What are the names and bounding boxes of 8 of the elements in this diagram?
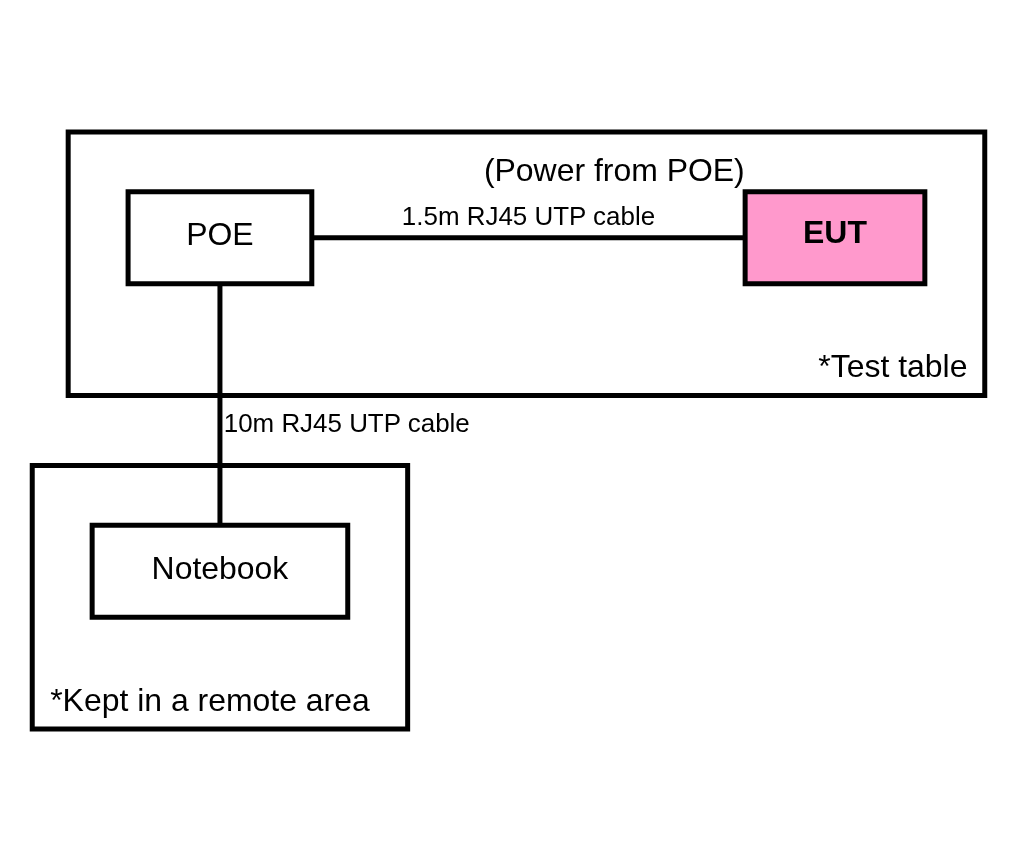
node-box: Notebook: [89, 522, 351, 620]
connector: [217, 284, 223, 526]
node-label: (Power from POE): [483, 152, 745, 189]
edge-label: 10m RJ45 UTP cable: [223, 409, 470, 438]
connector: [312, 235, 745, 241]
edge-label: 1.5m RJ45 UTP cable: [401, 201, 656, 230]
node-box: EUT: [742, 189, 928, 287]
node-box: POE: [125, 189, 315, 287]
